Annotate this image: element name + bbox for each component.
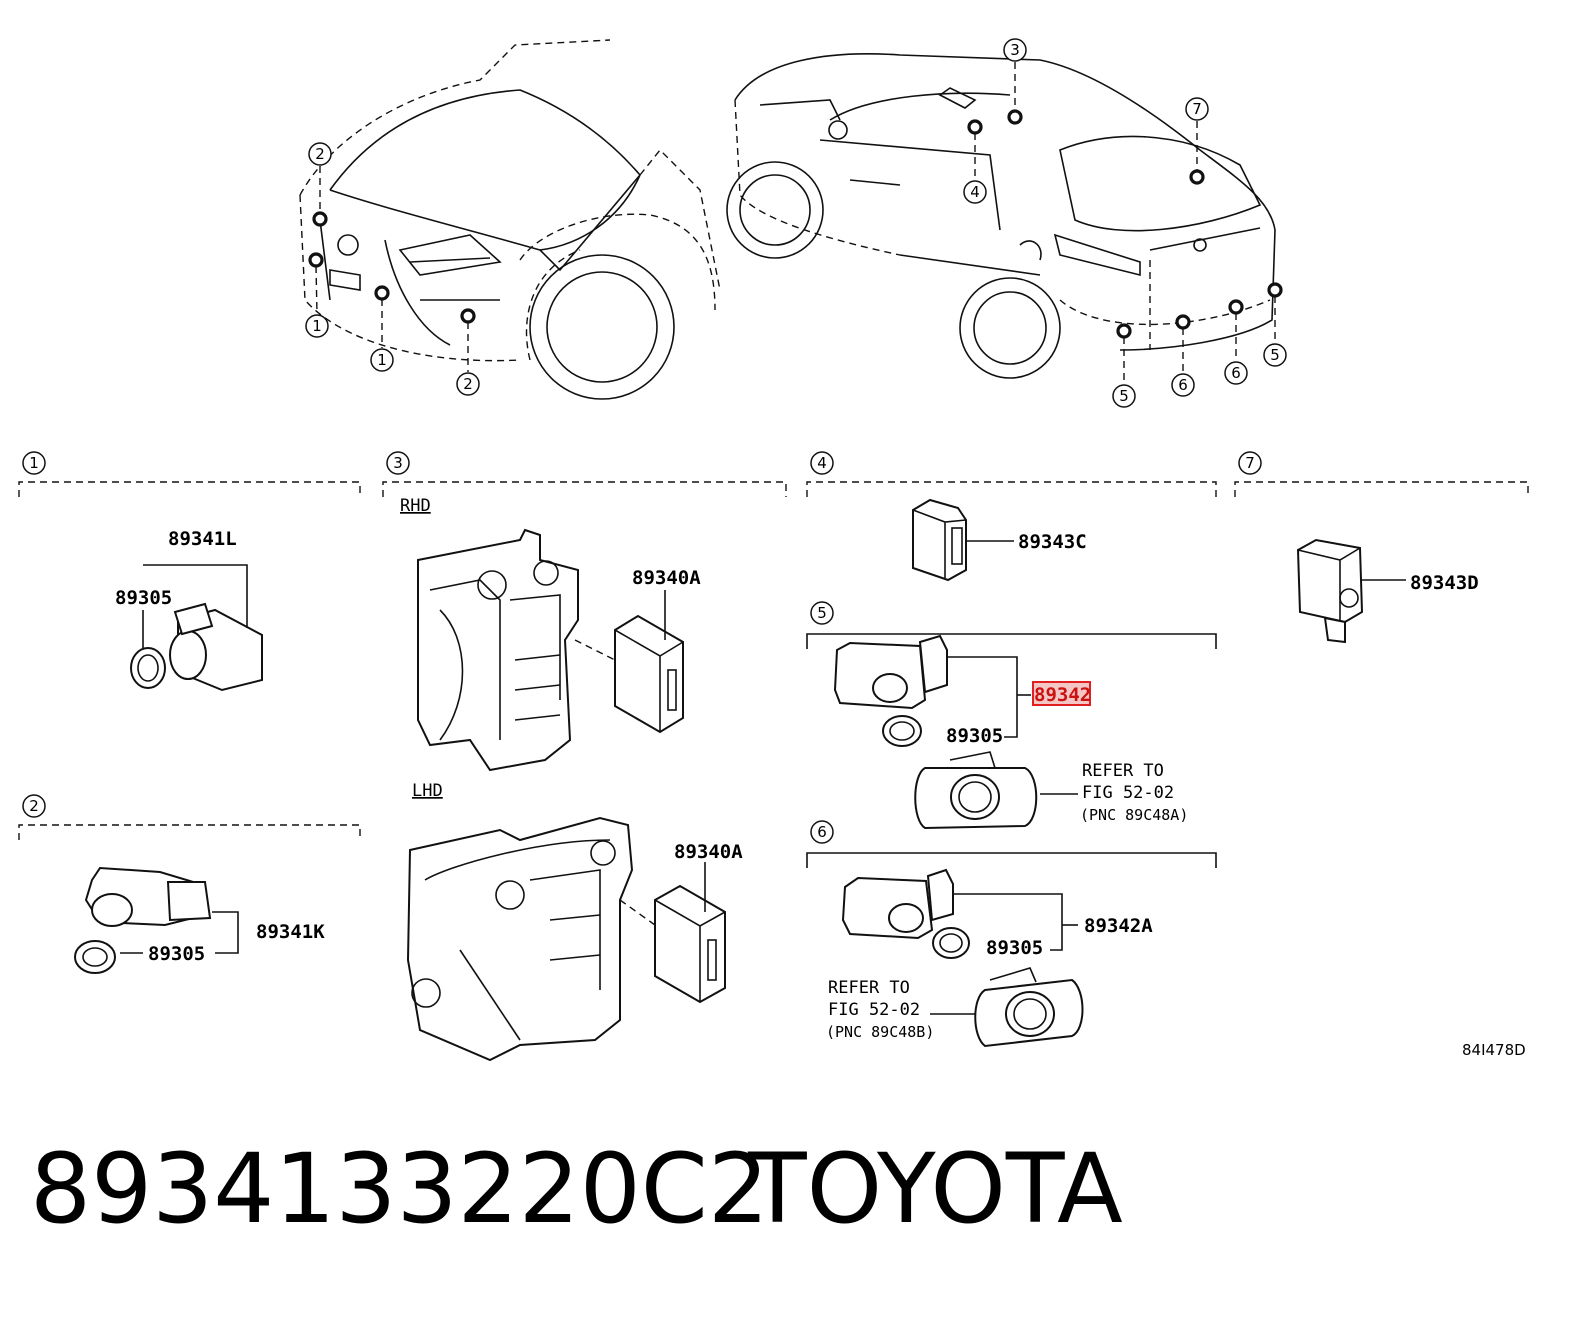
section-7-number: 7 [1245,454,1255,472]
label-89305: 89305 [946,725,1003,747]
grommet-89305 [882,715,922,747]
label-lhd: LHD [412,781,443,801]
label-89340A-lhd: 89340A [674,841,743,863]
section-5-number: 5 [817,604,827,622]
refer-line-2: FIG 52-02 [1082,783,1174,803]
rear-car-illustration [726,53,1276,379]
label-89343D: 89343D [1410,572,1479,594]
figure-code: 84I478D [1462,1041,1526,1059]
grommet-89305 [74,940,116,974]
label-89305: 89305 [148,943,205,965]
rear-callouts: 3 4 7 5 6 6 5 [963,38,1287,408]
callout-2: 2 [315,145,325,163]
section-5: 89342 89305 REFER TO FIG 52-02 (PNC 89C4… [833,634,1188,830]
brand-title: TOYOTA [747,1133,1123,1245]
callout-3: 3 [1010,41,1020,59]
label-89342A: 89342A [1084,915,1153,937]
bracket-rhd [417,528,579,772]
section-7: 89343D [1296,538,1479,644]
refer-line-2: FIG 52-02 [828,1000,920,1020]
callout-1: 1 [377,351,387,369]
rear-sensor-markers [967,62,1283,384]
section-4-number: 4 [817,454,827,472]
refer-line-1: REFER TO [828,978,910,998]
section-headers: 1 3 4 7 2 5 6 [18,451,1529,868]
refer-line-3: (PNC 89C48B) [826,1023,934,1041]
section-4: 89343C [912,498,1087,582]
callout-6: 6 [1178,376,1188,394]
front-callouts: 2 1 1 2 [305,142,480,396]
sensor-89343D [1296,538,1364,624]
callout-1: 1 [312,317,322,335]
label-89343C: 89343C [1018,531,1087,553]
refer-line-1: REFER TO [1082,761,1164,781]
section-2-number: 2 [29,797,39,815]
section-1: 89341L 89305 [115,528,263,692]
sensor-89343C [912,498,967,582]
refer-line-3: (PNC 89C48A) [1080,806,1188,824]
ecu-lhd-89340A [654,884,726,1004]
label-89305: 89305 [986,937,1043,959]
grommet-89305 [932,927,970,959]
callout-2: 2 [463,375,473,393]
section-2: 89341K 89305 [74,866,325,974]
callout-6: 6 [1231,364,1241,382]
label-89305: 89305 [115,587,172,609]
part-number-title: 8934133220C2 [30,1133,769,1245]
section-3-number: 3 [393,454,403,472]
section-6: 89342A 89305 REFER TO FIG 52-02 (PNC 89C… [826,868,1153,1048]
ecu-rhd-89340A [614,614,684,734]
bracket-lhd [406,816,634,1062]
label-89342-highlighted: 89342 [1034,684,1091,706]
callout-5: 5 [1270,346,1280,364]
callout-4: 4 [970,183,980,201]
front-car-illustration [299,39,721,400]
callout-5: 5 [1119,387,1129,405]
grommet-89305 [130,647,166,689]
label-89341K: 89341K [256,921,325,943]
label-rhd: RHD [400,496,431,516]
label-89341L: 89341L [168,528,237,550]
highlight-box [1032,681,1091,706]
label-89340A-rhd: 89340A [632,567,701,589]
section-1-number: 1 [29,454,39,472]
section-3: RHD 89340A LHD 89340A [400,496,743,1062]
front-sensor-markers [308,166,476,372]
callout-7: 7 [1192,100,1202,118]
section-6-number: 6 [817,823,827,841]
